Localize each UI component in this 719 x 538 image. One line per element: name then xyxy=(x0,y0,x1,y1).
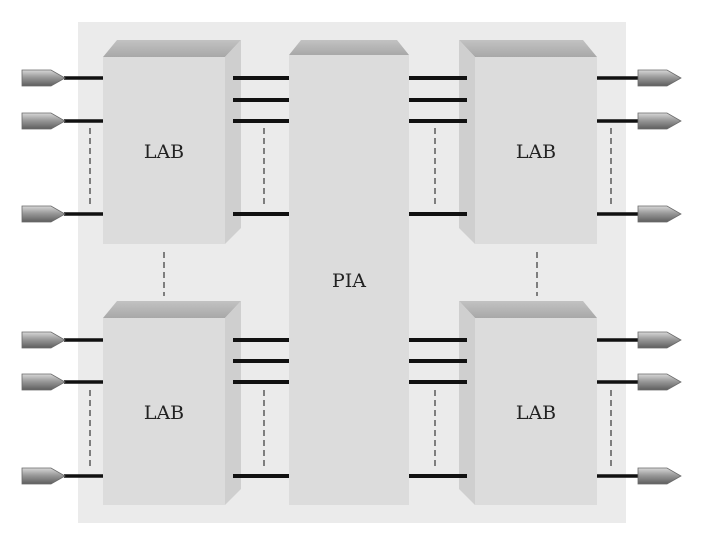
output-pins-right xyxy=(637,69,682,485)
left-io-wires xyxy=(64,76,103,478)
lab-label-top-left: LAB xyxy=(144,141,184,163)
arrow-pin-icon xyxy=(21,331,66,349)
arrow-pin-icon xyxy=(637,373,682,391)
lab-block-bottom-left: LAB xyxy=(103,301,241,505)
arrow-pin-icon xyxy=(637,112,682,130)
arrow-pin-icon xyxy=(21,467,66,485)
arrow-pin-icon xyxy=(21,112,66,130)
arrow-pin-icon xyxy=(637,69,682,87)
arrow-pin-icon xyxy=(21,69,66,87)
right-io-wires xyxy=(597,76,638,478)
arrow-pin-icon xyxy=(21,205,66,223)
lab-label-bottom-right: LAB xyxy=(516,402,556,424)
arrow-pin-icon xyxy=(637,205,682,223)
lab-block-top-right: LAB xyxy=(459,40,597,244)
arrow-pin-icon xyxy=(21,373,66,391)
lab-label-top-right: LAB xyxy=(516,141,556,163)
lab-label-bottom-left: LAB xyxy=(144,402,184,424)
arrow-pin-icon xyxy=(637,467,682,485)
lab-block-top-left: LAB xyxy=(103,40,241,244)
pia-interconnect-lines xyxy=(233,76,467,478)
lab-block-bottom-right: LAB xyxy=(459,301,597,505)
pia-label: PIA xyxy=(332,270,366,292)
pia-block: PIA xyxy=(289,40,409,505)
input-pins-left xyxy=(21,69,66,485)
arrow-pin-icon xyxy=(637,331,682,349)
